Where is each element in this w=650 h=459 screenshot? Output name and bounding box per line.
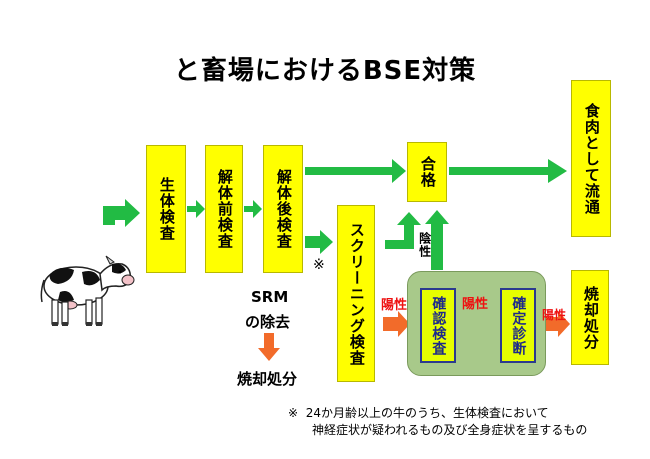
- label-srm-disposal: 焼却処分: [237, 368, 297, 389]
- footnote: ※ 24か月齢以上の牛のうち、生体検査において 神経症状が疑われるもの及び全身症…: [288, 405, 587, 439]
- box-shoukyaku-shobun: 焼却処分: [571, 270, 609, 365]
- arrow-seitai-kaitaimae: [187, 200, 205, 218]
- box-kakutei-shindan: 確定診断: [500, 288, 536, 363]
- arrow-goukaku-shoku: [449, 159, 567, 183]
- arrow-kaitaigo-goukaku: [305, 159, 406, 183]
- box-screening-kensa: スクリーニング検査: [337, 205, 375, 382]
- label-srm-removal: の除去: [245, 311, 290, 332]
- label-srm: SRM: [251, 288, 288, 306]
- arrow-srm-disposal: [258, 333, 280, 361]
- arrow-kaitaigo-screening: [305, 230, 333, 254]
- box-goukaku: 合格: [407, 142, 447, 202]
- label-insei: 陰性: [418, 232, 431, 258]
- cow-illustration: [40, 252, 136, 330]
- label-yousei-1: 陽性: [381, 294, 407, 313]
- box-seitai-kensa: 生体検査: [146, 145, 186, 273]
- entry-arrow: [103, 199, 140, 227]
- label-yousei-2: 陽性: [462, 293, 488, 312]
- arrow-screening-goukaku: [385, 212, 421, 249]
- footnote-line-1: ※ 24か月齢以上の牛のうち、生体検査において: [288, 405, 587, 422]
- arrow-kaitaimae-kaitaigo: [244, 200, 262, 218]
- footnote-line-2: 神経症状が疑われるもの及び全身症状を呈するもの: [288, 422, 587, 439]
- arrow-screening-kakunin: [383, 311, 410, 337]
- box-kaitaigo-kensa: 解体後検査: [263, 145, 303, 273]
- label-yousei-3: 陽性: [542, 306, 566, 323]
- box-kaitaimae-kensa: 解体前検査: [205, 145, 243, 273]
- kome-mark: ※: [313, 257, 325, 273]
- box-shokuniku-ryuutsuu: 食肉として流通: [571, 80, 611, 237]
- box-kakunin-kensa: 確認検査: [420, 288, 456, 363]
